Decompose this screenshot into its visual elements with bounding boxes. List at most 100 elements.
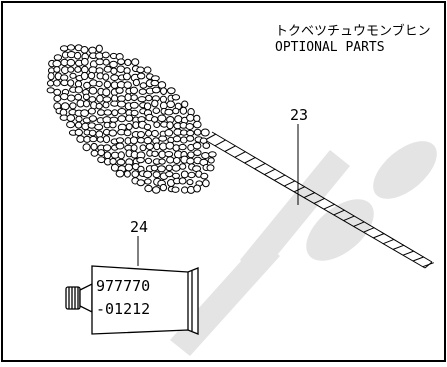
bristle (145, 143, 154, 150)
bristle (144, 178, 152, 185)
bristle (60, 79, 69, 87)
shaft-hatch-line (214, 139, 227, 147)
bristle (95, 58, 105, 66)
bristle (130, 94, 138, 101)
bristle (165, 164, 173, 172)
bristle (178, 143, 187, 151)
bristle (136, 137, 146, 144)
shaft-hatch-line (293, 186, 306, 193)
bristle (80, 57, 89, 66)
bristle (110, 74, 119, 81)
bristle (95, 80, 103, 88)
shaft-hatch-line (303, 192, 316, 199)
bristle (202, 179, 210, 188)
bristle (76, 99, 85, 108)
bristle (144, 157, 153, 164)
bristle (102, 96, 112, 103)
bristle (110, 151, 120, 159)
bristle (181, 100, 189, 108)
bristle (80, 71, 89, 81)
bristle (59, 45, 69, 52)
bristle (103, 80, 112, 89)
bristle (74, 86, 83, 94)
bristle (87, 107, 96, 115)
bristle (47, 72, 55, 81)
bristle (66, 44, 76, 51)
bristle (90, 149, 99, 157)
bristle (96, 94, 104, 103)
bristle (171, 94, 181, 101)
bristle (143, 170, 153, 179)
shaft-hatch-line (353, 221, 365, 227)
bristle (97, 156, 106, 164)
bristle (208, 151, 217, 158)
bristle (95, 44, 103, 53)
bristle (102, 58, 110, 66)
bristle (102, 135, 111, 144)
shaft-hatch-line (323, 203, 336, 210)
bristle (115, 87, 124, 94)
bristle (166, 100, 175, 109)
bristle (123, 81, 132, 89)
bristle (143, 123, 152, 131)
bristle (109, 116, 119, 123)
bristle (136, 179, 146, 187)
bristle (103, 151, 112, 160)
bristle (172, 144, 180, 152)
bristle (187, 171, 196, 179)
brush-head (46, 44, 217, 194)
bristle (88, 86, 98, 95)
bristle (117, 58, 126, 66)
bristle (82, 93, 90, 101)
bristle (66, 58, 76, 67)
bristle (193, 149, 202, 156)
bristle (90, 142, 98, 151)
bristle (171, 164, 181, 172)
bristle (186, 129, 195, 137)
shaft-hatch-line (363, 227, 375, 233)
bristle (186, 135, 195, 142)
bristle (137, 72, 146, 80)
bristle (136, 157, 145, 164)
bristle (110, 67, 118, 75)
bristle (151, 116, 159, 123)
bristle (166, 121, 174, 130)
bristle (94, 123, 104, 131)
shaft-hatch-line (392, 244, 405, 250)
shaft-hatch-line (264, 168, 276, 176)
bristle (143, 66, 152, 74)
bristle (200, 172, 209, 180)
bristle (130, 144, 138, 152)
bristle (88, 129, 97, 137)
bristle (150, 164, 159, 172)
bristle (53, 54, 63, 61)
bristle (97, 149, 105, 157)
bristle (74, 121, 83, 129)
tube-of-grease (65, 265, 199, 335)
bristle (151, 99, 159, 108)
shaft-hatch-line (224, 145, 237, 152)
bristle (152, 107, 161, 114)
bristle (186, 179, 194, 186)
shaft-hatch-line (383, 238, 395, 245)
bristle (152, 171, 161, 179)
bristle (60, 93, 69, 101)
shaft-hatch-line (283, 180, 296, 187)
bristle (74, 93, 83, 101)
bristle (75, 115, 83, 123)
bristle (101, 51, 110, 59)
bristle (83, 100, 90, 108)
bristle (117, 115, 127, 123)
shaft-hatch-line (402, 250, 415, 256)
bristle (180, 170, 189, 179)
bristle (74, 128, 84, 136)
bristle (167, 87, 176, 95)
bristle (201, 152, 210, 159)
bristle (103, 109, 113, 116)
bristle (151, 150, 159, 158)
bristle (159, 183, 168, 192)
bristle (180, 136, 188, 144)
bristle (67, 94, 76, 102)
